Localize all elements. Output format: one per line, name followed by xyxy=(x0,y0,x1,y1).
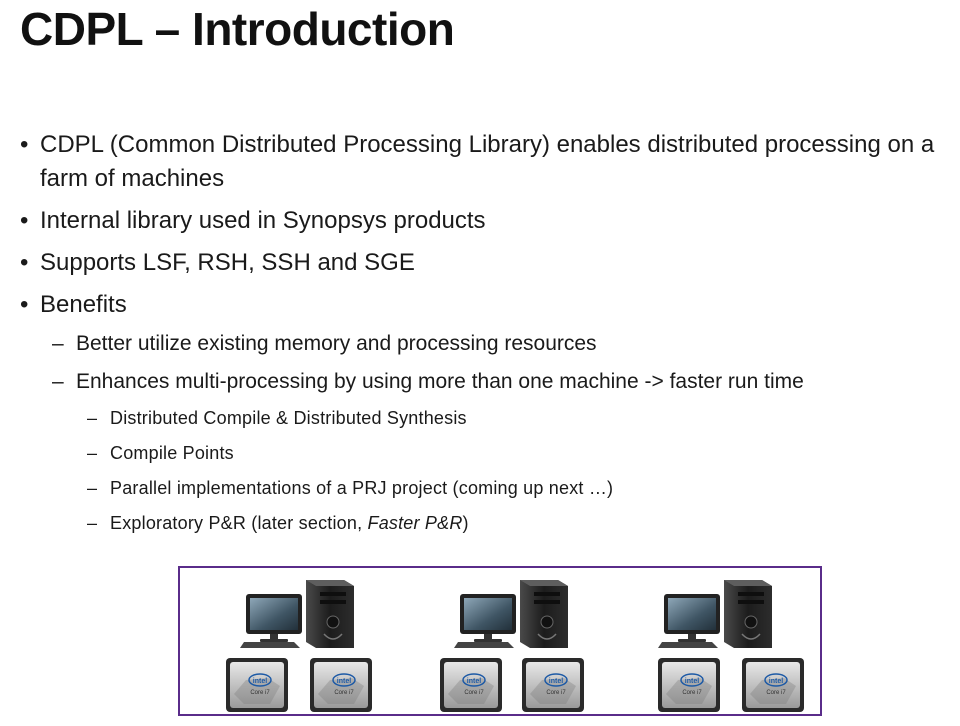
sub-item-text-suffix: ) xyxy=(462,513,469,533)
bullet-dot: • xyxy=(20,207,29,234)
slide-title: CDPL – Introduction xyxy=(20,3,455,55)
intel-core-i7-chip-icon xyxy=(309,657,373,713)
dash-marker: – xyxy=(52,370,64,393)
bullet-item: • Supports LSF, RSH, SSH and SGE xyxy=(20,246,940,280)
bullet-item: • CDPL (Common Distributed Processing Li… xyxy=(20,128,940,196)
intel-core-i7-chip-icon xyxy=(657,657,721,713)
bullet-text: CDPL (Common Distributed Processing Libr… xyxy=(40,131,935,192)
bullet-dot: • xyxy=(20,249,29,276)
dash-marker: – xyxy=(52,332,64,355)
sub-item: – Parallel implementations of a PRJ proj… xyxy=(20,476,940,500)
sub-item: – Distributed Compile & Distributed Synt… xyxy=(20,406,940,430)
dash-marker: – xyxy=(87,443,98,463)
sub-item-text-italic: Faster P&R xyxy=(367,513,463,533)
bullet-text: Benefits xyxy=(40,291,127,318)
intel-core-i7-chip-icon xyxy=(225,657,289,713)
benefit-text: Better utilize existing memory and proce… xyxy=(76,332,597,355)
sub-item-text: Parallel implementations of a PRJ projec… xyxy=(110,478,614,498)
bullet-item: • Internal library used in Synopsys prod… xyxy=(20,204,940,238)
bullet-dot: • xyxy=(20,131,29,158)
benefit-item: – Enhances multi-processing by using mor… xyxy=(20,368,940,396)
bullet-item: • Benefits xyxy=(20,288,940,322)
dash-marker: – xyxy=(87,513,98,533)
sub-item-text: Distributed Compile & Distributed Synthe… xyxy=(110,408,467,428)
sub-item-text: Compile Points xyxy=(110,443,234,463)
intel-core-i7-chip-icon xyxy=(741,657,805,713)
sub-item-text-prefix: Exploratory P&R (later section, xyxy=(110,513,368,533)
desktop-computer-icon xyxy=(658,579,773,649)
sub-item: – Compile Points xyxy=(20,441,940,465)
bullet-text: Internal library used in Synopsys produc… xyxy=(40,207,486,234)
intel-core-i7-chip-icon xyxy=(439,657,503,713)
bullet-list: • CDPL (Common Distributed Processing Li… xyxy=(20,128,940,546)
bullet-dot: • xyxy=(20,291,29,318)
dash-marker: – xyxy=(87,408,98,428)
desktop-computer-icon xyxy=(240,579,355,649)
sub-item: – Exploratory P&R (later section, Faster… xyxy=(20,511,940,535)
intel-core-i7-chip-icon xyxy=(521,657,585,713)
bullet-text: Supports LSF, RSH, SSH and SGE xyxy=(40,249,415,276)
dash-marker: – xyxy=(87,478,98,498)
benefit-item: – Better utilize existing memory and pro… xyxy=(20,330,940,358)
benefit-text: Enhances multi-processing by using more … xyxy=(76,370,804,393)
desktop-computer-icon xyxy=(454,579,569,649)
machine-farm-figure xyxy=(178,566,822,716)
